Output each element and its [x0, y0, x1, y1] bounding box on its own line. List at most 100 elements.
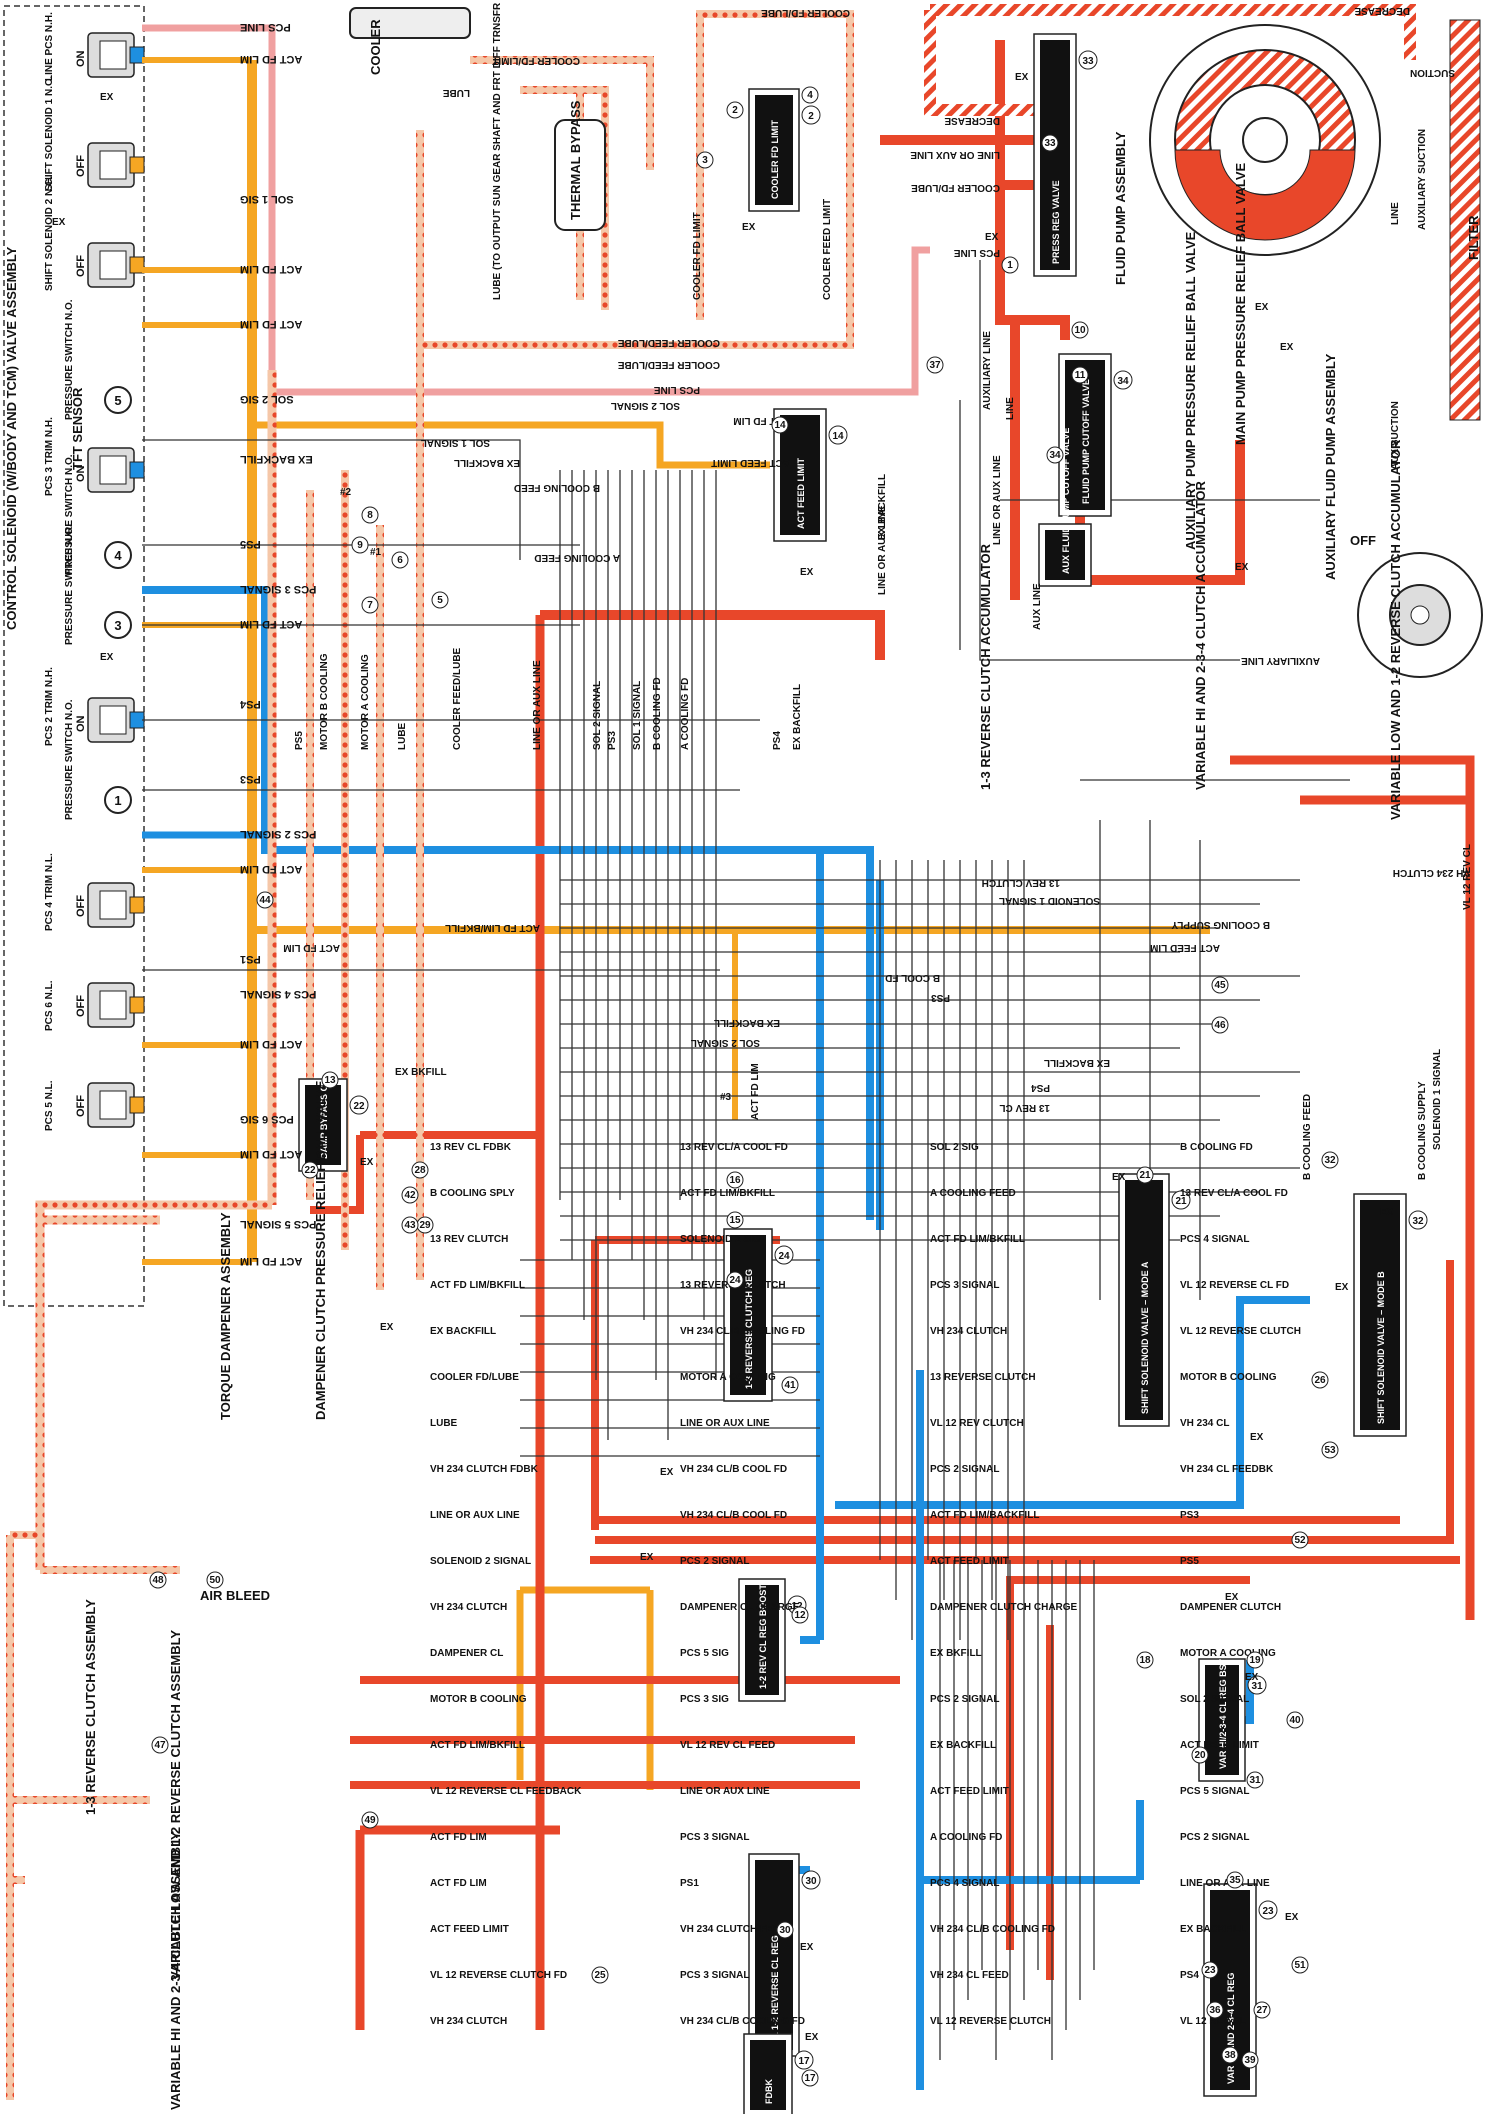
line-label-lower: VH 234 CLUTCH: [430, 1602, 507, 1613]
callout-number: 17: [804, 2073, 816, 2084]
exhaust-marker: EX: [660, 1467, 674, 1478]
exhaust-marker: EX: [1380, 1207, 1394, 1218]
pcs-3-signal-drop: [800, 850, 824, 1644]
line-label-top: COOLER FD/LUBE: [761, 7, 850, 18]
pcs-2-signal: [142, 831, 269, 850]
line-label-lower: PCS 3 SIGNAL: [680, 1832, 749, 1843]
line-label-lower: 13 REV CL FDBK: [430, 1142, 512, 1153]
line-label-lower: ACT FD LIM: [430, 1832, 487, 1843]
valve-label: SHIFT SOLENOID VALVE – MODE B: [1376, 1271, 1386, 1424]
callout-14: 14: [771, 416, 789, 434]
line-label-lower: A COOLING FEED: [930, 1188, 1016, 1199]
callout-23: 23: [1201, 1961, 1219, 1979]
line-label-lower: COOLER FD/LUBE: [430, 1372, 519, 1383]
callout-45: 45: [1211, 976, 1229, 994]
line-label-mid: 13 REV CL: [999, 1102, 1050, 1113]
line-label-top: LUBE: [442, 87, 470, 98]
callout-4: 4: [801, 86, 819, 104]
line-label-left: PCS 3 SIGNAL: [240, 583, 317, 595]
callout-26: 26: [1311, 1371, 1329, 1389]
exhaust-marker: EX: [742, 222, 756, 233]
line-label-lower: VH 234 CLUTCH: [430, 2016, 507, 2027]
callout-number: 22: [304, 1165, 316, 1176]
line-label-left: ACT FD LIM: [240, 53, 302, 65]
line-label-lower: VL 12 REV CLUTCH: [930, 1418, 1024, 1429]
line-label-lower: SOLENOID 2 SIG: [680, 1234, 761, 1245]
callout-40: 40: [1286, 1711, 1304, 1729]
valve-label: PRESS REG VALVE: [1051, 180, 1061, 264]
line-label-vertical: PS5: [294, 731, 305, 750]
line-label-lower: PCS 2 SIGNAL: [680, 1556, 749, 1567]
solenoid-name: LINE PCS N.H.: [44, 12, 55, 81]
callout-number: 24: [729, 1275, 741, 1286]
line-label-top: LINE: [1005, 397, 1016, 420]
line-label-lower: MOTOR A COOLING: [680, 1372, 776, 1383]
line-label-lower: VH 234 CL/B COOLING FD: [930, 1924, 1055, 1935]
line-label-top: EX BACKFILL: [877, 474, 888, 540]
callout-39: 39: [1241, 2051, 1259, 2069]
callout-33: 33: [1041, 134, 1059, 152]
callout-number: 27: [1256, 2005, 1268, 2016]
valve-8: SHIFT SOLENOID VALVE – MODE A21: [1118, 1173, 1191, 1427]
callout-number: 15: [729, 1215, 741, 1226]
vl-12-rev-clutch-lower: [350, 1676, 900, 1789]
line-label-lower: LINE OR AUX LINE: [430, 1510, 520, 1521]
line-label-lower: EX BACKFILL: [430, 1326, 496, 1337]
callout-27: 27: [1253, 2001, 1271, 2019]
pressure-switch-number: 1: [114, 793, 121, 808]
callout-44: 44: [256, 891, 274, 909]
solenoid-name: PCS 4 TRIM N.L.: [44, 853, 55, 931]
exhaust-marker: EX: [985, 232, 999, 243]
pcs-line: [142, 24, 930, 396]
line-label-top: EX BACKFILL: [454, 457, 520, 468]
callout-50: 50: [206, 1571, 224, 1589]
line-label-lower: VL 12 REVERSE CLUTCH FD: [430, 1970, 567, 1981]
callout-number: 47: [154, 1740, 166, 1751]
line-label-left: ACT FD LIM: [240, 318, 302, 330]
line-label-lower: PCS 3 SIGNAL: [930, 1280, 999, 1291]
exhaust-marker: EX: [100, 652, 114, 663]
line-label-mid: B COOLING SUPPLY: [1417, 1081, 1428, 1180]
pressure-switch-number: 4: [114, 548, 122, 563]
solenoid-name: PCS 3 TRIM N.H.: [44, 417, 55, 496]
line-label-left: SOL 1 SIG: [240, 193, 294, 205]
line-label-mid: SOLENOID 1 SIGNAL: [1432, 1049, 1443, 1150]
line-label-lower: EX BACKFILL: [930, 1740, 996, 1751]
callout-number: 11: [1075, 370, 1086, 381]
act-fd-lim-upper: [252, 421, 770, 469]
line-label-lower: PS1: [680, 1878, 699, 1889]
assembly-title-aux_pump_state: OFF: [1350, 533, 1376, 548]
solenoid-state: OFF: [75, 995, 87, 1017]
pcs-3-signal-horizontal: [835, 1296, 1310, 1509]
line-label-lower: EX BACKFILL: [1180, 1924, 1246, 1935]
callout-53: 53: [1321, 1441, 1339, 1459]
line-label-lower: VL 12 REVERSE CL FEEDBACK: [430, 1786, 582, 1797]
callout-number: 7: [367, 600, 373, 611]
line-label-lower: 13 REV CL/A COOL FD: [1180, 1188, 1288, 1199]
solenoid-12: PCS 5 N.L.OFF: [44, 1080, 145, 1131]
line-label-lower: 13 REV CL/A COOL FD: [680, 1142, 788, 1153]
line-label-lower: PCS 2 SIGNAL: [930, 1464, 999, 1475]
valve-1: PRESS REG VALVE 33: [1033, 33, 1098, 277]
callout-number: 9: [357, 540, 363, 551]
line-label-lower: VH 234 CL: [1180, 1418, 1229, 1429]
line-label-left: SOL 2 SIG: [240, 393, 294, 405]
line-label-lower: VL 12 REVERSE CLUTCH: [1180, 1326, 1301, 1337]
callout-number: 10: [1074, 325, 1086, 336]
callout-number: 44: [259, 895, 271, 906]
solenoid-state: OFF: [75, 895, 87, 917]
line-label-lower: B COOLING FD: [1180, 1142, 1253, 1153]
line-label-mid: B COOLING SUPPLY: [1171, 919, 1270, 930]
line-label-top: LINE OR AUX LINE: [877, 505, 888, 595]
line-pressure-upper: [880, 40, 1245, 600]
act-fd-lim-branches: [142, 57, 252, 1265]
line-label-lower: MOTOR B COOLING: [1180, 1372, 1277, 1383]
callout-6: 6: [391, 551, 409, 569]
motor-b-cooling-left: [6, 1531, 150, 2100]
line-label-lower: PCS 5 SIG: [680, 1648, 729, 1659]
line-label-mid: PS3: [931, 992, 950, 1003]
callout-47: 47: [151, 1736, 169, 1754]
